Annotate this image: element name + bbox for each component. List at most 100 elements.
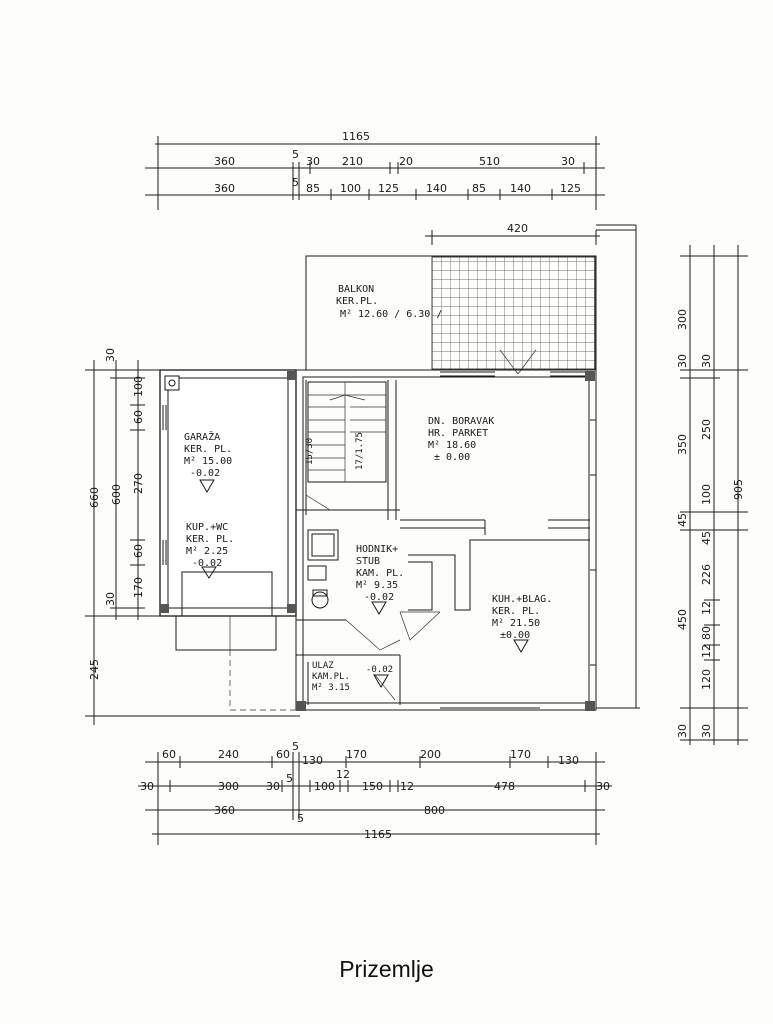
dim-bottom-r3-2: 5 (297, 812, 304, 825)
dim-bottom-r1-6: 170 (346, 748, 367, 761)
dim-right-middle-4: 45 (676, 513, 689, 527)
building-walls (159, 369, 597, 711)
ulaz-line-4: -0.02 (366, 665, 393, 675)
balcony (305, 255, 597, 375)
dim-right-middle-6: 30 (676, 724, 689, 738)
dim-bottom-r2-6: 12 (336, 768, 350, 781)
dim-left-inner-1: 30 (104, 348, 117, 362)
dim-top-r1-3: 30 (306, 155, 320, 168)
room-label-balkon: BALKON KER.PL. M² 12.60 / 6.30 / (336, 284, 442, 320)
dim-bottom-r1-9: 130 (558, 754, 579, 767)
dim-top-r2-4: 100 (340, 182, 361, 195)
dim-top-r1-6: 510 (479, 155, 500, 168)
boravak-line-1: DN. BORAVAK (428, 416, 494, 427)
dim-top-r2-8: 140 (510, 182, 531, 195)
kup-wc-line-3: M² 2.25 (186, 546, 228, 557)
dim-bottom-r1-4: 5 (292, 740, 299, 753)
garaza-line-4: -0.02 (190, 468, 220, 479)
left-dimension-chains: 660 245 600 30 100 60 270 60 170 30 (85, 348, 300, 725)
dim-bottom-r1-2: 240 (218, 748, 239, 761)
dim-right-inner-9: 120 (700, 669, 713, 690)
hodnik-line-4: M² 9.35 (356, 580, 398, 591)
boravak-line-3: M² 18.60 (428, 440, 476, 451)
dim-bottom-r1-7: 200 (420, 748, 441, 761)
room-label-kup-wc: KUP.+WC KER. PL. M² 2.25 -0.02 (186, 522, 234, 579)
dim-left-inner-2: 100 (132, 376, 145, 397)
kuhinja-line-1: KUH.+BLAG. (492, 594, 552, 605)
dim-right-middle-2: 30 (676, 354, 689, 368)
dim-right-inner-7: 80 (700, 626, 713, 640)
garaza-line-3: M² 15.00 (184, 456, 232, 467)
top-dimension-chains: 1165 360 5 30 210 20 510 30 360 5 85 100… (145, 130, 636, 245)
dim-right-inner-6: 12 (700, 601, 713, 615)
dim-right-middle-1: 300 (676, 309, 689, 330)
staircase: 15/30 17/1.75 (305, 381, 387, 483)
dim-right-outer-1: 905 (732, 479, 745, 500)
dim-top-r1-1: 360 (214, 155, 235, 168)
dim-bottom-r3-3: 800 (424, 804, 445, 817)
ulaz-line-3: M² 3.15 (312, 683, 350, 693)
dim-bottom-r1-5: 130 (302, 754, 323, 767)
dim-left-outer-1: 660 (88, 487, 101, 508)
ulaz-line-1: ULAZ (312, 661, 334, 671)
dim-left-inner-7: 30 (104, 592, 117, 606)
hodnik-line-2: STUB (356, 556, 380, 567)
dim-top-r2-6: 140 (426, 182, 447, 195)
balkon-line-2: KER.PL. (336, 296, 378, 307)
right-dimension-chains: 905 300 30 350 45 450 30 30 250 100 45 2… (596, 224, 748, 745)
dim-bottom-r2-9: 478 (494, 780, 515, 793)
dim-bottom-r2-8: 12 (400, 780, 414, 793)
kup-wc-line-2: KER. PL. (186, 534, 234, 545)
room-label-garaza: GARAŽA KER. PL. M² 15.00 -0.02 (184, 430, 232, 493)
dim-bottom-r2-3: 30 (266, 780, 280, 793)
room-label-boravak: DN. BORAVAK HR. PARKET M² 18.60 ± 0.00 (428, 416, 494, 463)
dim-right-inner-2: 250 (700, 419, 713, 440)
dim-top-r1-7: 30 (561, 155, 575, 168)
dim-right-inner-1: 30 (700, 354, 713, 368)
dim-bottom-r2-10: 30 (596, 780, 610, 793)
dim-left-inner-6: 170 (132, 577, 145, 598)
kuhinja-line-3: M² 21.50 (492, 618, 540, 629)
kup-wc-line-1: KUP.+WC (186, 522, 228, 533)
dim-bottom-r2-2: 300 (218, 780, 239, 793)
stair-label-b: 17/1.75 (355, 432, 365, 470)
dim-bottom-r2-7: 150 (362, 780, 383, 793)
dim-right-inner-3: 100 (700, 484, 713, 505)
dim-top-r2-3: 85 (306, 182, 320, 195)
boravak-line-2: HR. PARKET (428, 428, 488, 439)
dim-bottom-r1-8: 170 (510, 748, 531, 761)
boravak-line-4: ± 0.00 (434, 452, 470, 463)
hodnik-line-1: HODNIK+ (356, 544, 398, 555)
bathroom-fixtures (307, 529, 339, 609)
dim-bottom-r1-3: 60 (276, 748, 290, 761)
dim-top-r1-2: 5 (292, 148, 299, 161)
dim-top-r1-5: 20 (399, 155, 413, 168)
dim-top-r1-4: 210 (342, 155, 363, 168)
dim-top-r2-2: 5 (292, 176, 299, 189)
dim-bottom-total: 1165 (364, 828, 392, 841)
garaza-line-1: GARAŽA (184, 430, 220, 443)
dim-right-inner-4: 45 (700, 531, 713, 545)
floor-title: Prizemlje (339, 956, 434, 982)
dim-left-inner-4: 270 (132, 473, 145, 494)
dim-bottom-r3-1: 360 (214, 804, 235, 817)
dim-right-inner-10: 30 (700, 724, 713, 738)
dim-top-r2-9: 125 (560, 182, 581, 195)
garaza-line-2: KER. PL. (184, 444, 232, 455)
dim-right-middle-3: 350 (676, 434, 689, 455)
ulaz-line-2: KAM.PL. (312, 672, 350, 682)
kuhinja-line-2: KER. PL. (492, 606, 540, 617)
dim-bottom-r2-5: 100 (314, 780, 335, 793)
balkon-line-1: BALKON (338, 284, 374, 295)
dim-top-r2-1: 360 (214, 182, 235, 195)
kuhinja-line-4: ±0.00 (500, 630, 530, 641)
balkon-line-3: M² 12.60 / 6.30 / (340, 309, 442, 320)
hodnik-line-3: KAM. PL. (356, 568, 404, 579)
room-label-kuhinja: KUH.+BLAG. KER. PL. M² 21.50 ±0.00 (492, 594, 552, 653)
dim-right-inner-8: 12 (700, 644, 713, 658)
dim-right-inner-5: 226 (700, 564, 713, 585)
dim-top-r2-5: 125 (378, 182, 399, 195)
dim-right-middle-5: 450 (676, 609, 689, 630)
stair-label-a: 15/30 (305, 438, 315, 465)
